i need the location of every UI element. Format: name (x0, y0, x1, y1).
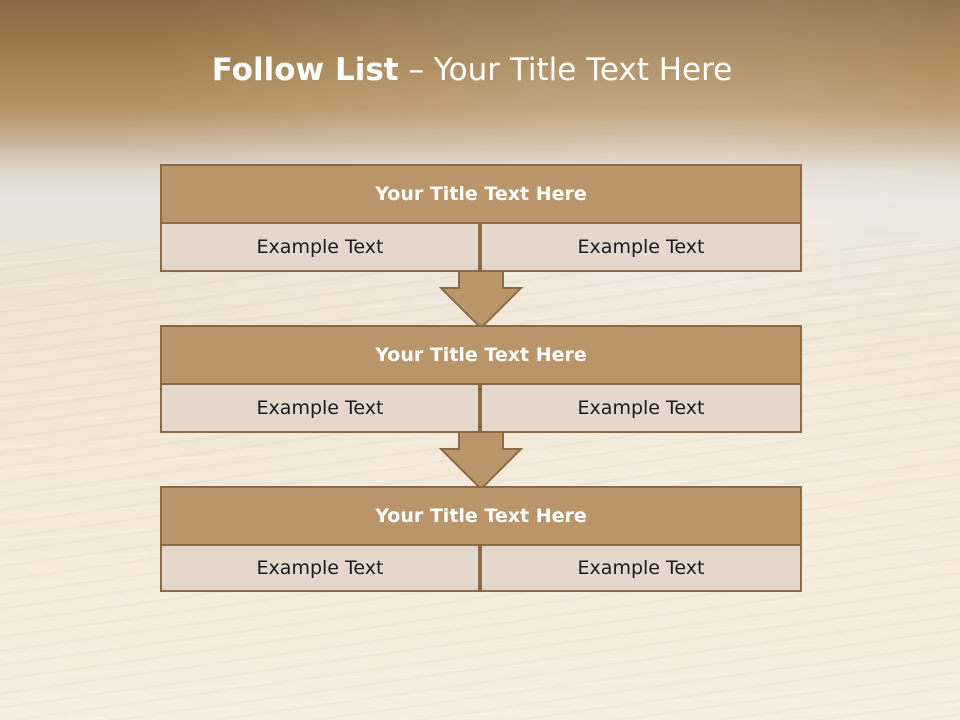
block-2-right-cell: Example Text (480, 383, 802, 433)
block-3-right-cell: Example Text (480, 544, 802, 592)
block-header-3: Your Title Text Here (160, 486, 802, 546)
block-1-left-cell: Example Text (160, 222, 480, 272)
block-1-right-cell: Example Text (480, 222, 802, 272)
down-arrow-icon (438, 431, 524, 491)
block-header-2: Your Title Text Here (160, 325, 802, 385)
block-2-left-cell: Example Text (160, 383, 480, 433)
down-arrow-icon (438, 270, 524, 330)
slide-title: Follow List – Your Title Text Here (0, 52, 944, 88)
title-bold: Follow List (211, 52, 399, 88)
block-3-left-cell: Example Text (160, 544, 480, 592)
title-rest: – Your Title Text Here (408, 52, 733, 88)
block-header-1: Your Title Text Here (160, 164, 802, 224)
